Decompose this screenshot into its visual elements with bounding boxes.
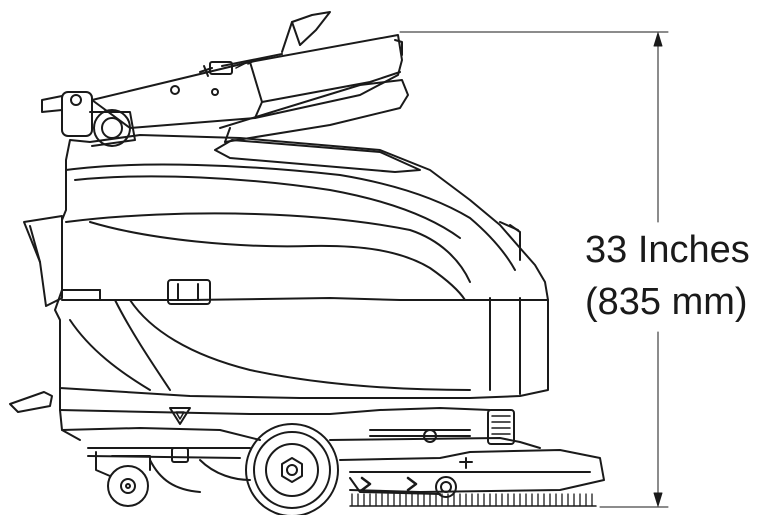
main-drive-wheel	[245, 423, 339, 515]
height-dimension-marker	[399, 31, 669, 508]
solution-tank-body	[54, 134, 549, 399]
dimension-arrow-top	[653, 32, 663, 47]
dimension-arrow-bottom	[653, 492, 663, 507]
height-dimension-label-inches: 33 Inches	[585, 229, 750, 271]
handle-pivot-knob	[93, 109, 131, 147]
scrub-brush-bristles	[351, 493, 593, 507]
recovery-tank	[9, 215, 81, 441]
front-caster-wheel	[95, 447, 189, 507]
tank-latch	[167, 279, 211, 305]
brush-deck	[339, 409, 605, 507]
warning-triangle-mark	[169, 407, 191, 425]
handle-assembly	[41, 11, 409, 147]
foot-pedal	[9, 391, 53, 413]
height-dimension-label-mm: (835 mm)	[585, 281, 748, 323]
lower-chassis	[59, 407, 541, 493]
